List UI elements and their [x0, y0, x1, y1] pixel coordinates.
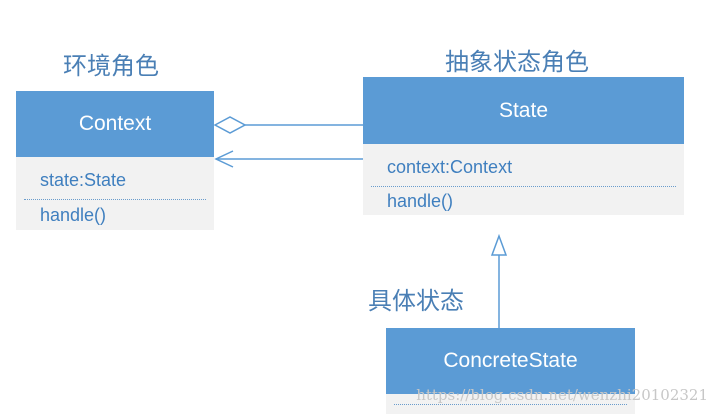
concrete-separator	[394, 404, 627, 405]
state-method: handle()	[387, 191, 454, 211]
aggregation-diamond	[213, 116, 247, 134]
context-attribute: state:State	[40, 169, 127, 190]
state-class-box: State context:Context handle()	[363, 77, 684, 215]
watermark: https://blog.csdn.net/wenzhi20102321	[416, 386, 708, 404]
abstract-state-role-caption: 抽象状态角色	[445, 48, 589, 76]
context-class-name: Context	[16, 91, 214, 157]
concrete-state-class-box: ConcreteState	[386, 328, 635, 414]
association-arrowhead	[214, 150, 234, 168]
context-separator	[24, 199, 206, 200]
generalization-triangle	[490, 233, 508, 256]
concrete-state-class-name: ConcreteState	[386, 328, 635, 394]
context-role-caption: 环境角色	[63, 52, 159, 80]
state-separator	[371, 186, 676, 187]
context-method: handle()	[40, 204, 107, 225]
state-attribute: context:Context	[387, 156, 513, 177]
state-class-name: State	[363, 77, 684, 144]
concrete-state-role-caption: 具体状态	[368, 287, 464, 315]
context-class-box: Context state:State handle()	[16, 91, 214, 230]
